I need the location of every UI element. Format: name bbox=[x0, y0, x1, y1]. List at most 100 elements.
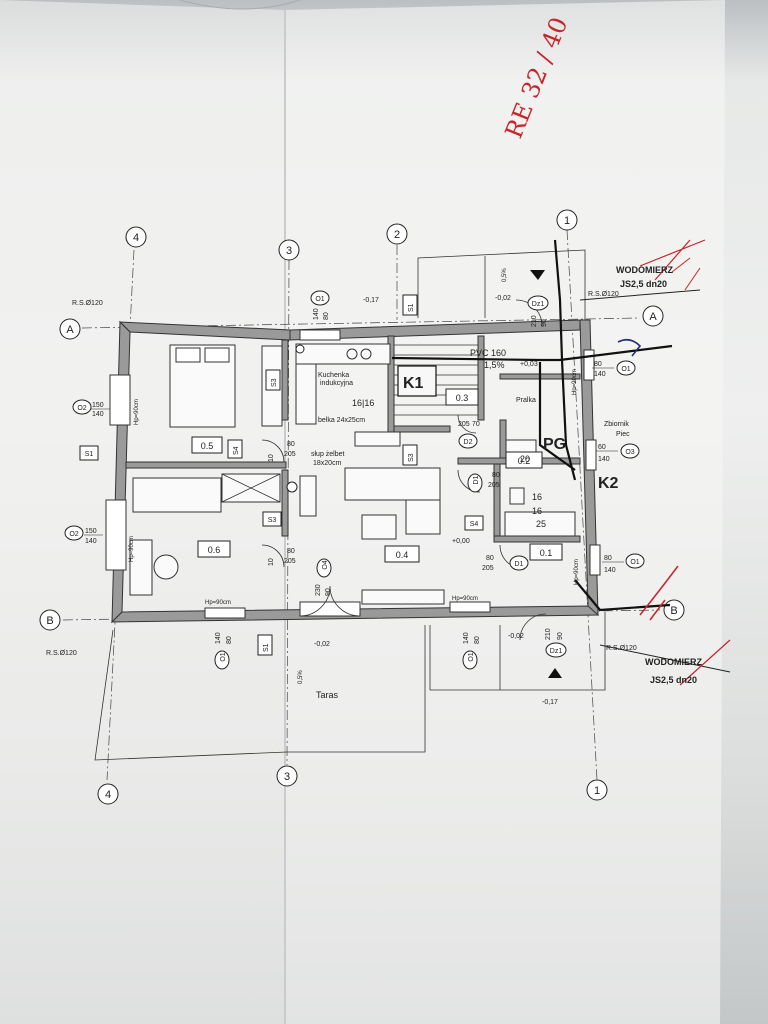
dim-door-bedroom1-width: 80 bbox=[287, 441, 295, 448]
dim-o4-width: 90 bbox=[325, 588, 332, 596]
wardrobe-2-cross-b bbox=[221, 473, 281, 503]
svg-text:4: 4 bbox=[133, 232, 139, 244]
axis-bubble-1-bottom: 1 bbox=[586, 779, 608, 801]
k1-label: K1 bbox=[403, 375, 424, 392]
level-top-porch: -0,02 bbox=[495, 295, 511, 302]
section-arrow-bottom bbox=[548, 668, 562, 678]
window-east-2 bbox=[585, 439, 597, 471]
dim-o3-width: 60 bbox=[598, 444, 606, 451]
svg-text:O1: O1 bbox=[621, 366, 630, 373]
tag-box-s4b bbox=[464, 515, 484, 531]
hp-east-1: Hp=90cm bbox=[572, 369, 578, 395]
sofa-chaise bbox=[405, 499, 441, 535]
dim-o1-south2-width: 80 bbox=[474, 636, 481, 644]
dim-25: 25 bbox=[536, 519, 546, 529]
dim-dz1-bottom-height: 210 bbox=[545, 628, 552, 640]
kitchen-island bbox=[299, 475, 317, 517]
tag-s3-mid: S3 bbox=[268, 517, 277, 524]
tag-o1-east-2: O1 bbox=[625, 553, 645, 569]
axis-bubble-3-top: 3 bbox=[278, 239, 300, 261]
window-east-3 bbox=[589, 544, 601, 576]
label-pvc-slope: 1,5% bbox=[484, 360, 505, 370]
svg-text:O1: O1 bbox=[630, 559, 639, 566]
level-bottom: -0,17 bbox=[542, 699, 558, 706]
label-slup: słup żelbet bbox=[311, 451, 345, 458]
pvc-drain-pipe bbox=[391, 344, 673, 362]
svg-text:A: A bbox=[66, 324, 74, 336]
ground-line-top-right bbox=[579, 289, 701, 301]
label-zbiornik: Zbiornik bbox=[604, 421, 629, 428]
dim-o2-height: 140 bbox=[92, 411, 104, 418]
label-wodomierz-top-size: JS2,5 dn20 bbox=[620, 279, 667, 289]
hp-east-2: Hp=90cm bbox=[574, 559, 580, 585]
tag-o4: O4 bbox=[316, 558, 332, 578]
svg-text:Dz1: Dz1 bbox=[532, 301, 545, 308]
terrace-door-opening bbox=[299, 601, 361, 617]
chimney-marker bbox=[295, 344, 305, 354]
label-rs-bottom-left: R.S.Ø120 bbox=[46, 650, 77, 657]
k2-label: K2 bbox=[598, 475, 619, 492]
dim-door-bedroom2-width: 80 bbox=[287, 548, 295, 555]
dim-door-bath-height: 205 bbox=[482, 565, 494, 572]
axis-bubble-4-top: 4 bbox=[125, 226, 147, 248]
label-slup-size: 18x20cm bbox=[313, 460, 342, 467]
slope-porch: 0,5% bbox=[502, 268, 508, 282]
room-number-04: 0.4 bbox=[396, 550, 409, 560]
dim-20: 20 bbox=[520, 454, 530, 464]
svg-text:3: 3 bbox=[286, 245, 292, 257]
door-swing-utility bbox=[457, 414, 477, 434]
axis-bubble-3-bottom: 3 bbox=[276, 765, 298, 787]
wall-utility-west bbox=[499, 419, 507, 461]
column-marker bbox=[286, 481, 298, 493]
svg-text:D1: D1 bbox=[473, 475, 480, 484]
tag-box-s3c bbox=[402, 444, 418, 466]
ground-line-bottom-right bbox=[599, 644, 731, 673]
svg-text:1: 1 bbox=[564, 215, 570, 227]
label-rs-bottom-right: R.S.Ø120 bbox=[606, 645, 637, 652]
svg-text:O3: O3 bbox=[625, 449, 634, 456]
shower-tray bbox=[504, 511, 576, 537]
svg-text:A: A bbox=[649, 311, 657, 323]
dim-10-a: 10 bbox=[268, 454, 275, 462]
wall-stair-east bbox=[477, 335, 485, 421]
tag-box-s3b bbox=[262, 511, 282, 527]
axis-bubble-2-top: 2 bbox=[386, 223, 408, 245]
bed-pillow-2 bbox=[204, 347, 230, 363]
svg-text:O1: O1 bbox=[315, 296, 324, 303]
toilet bbox=[509, 487, 525, 505]
dim-o1-top-width: 80 bbox=[323, 312, 330, 320]
room-number-03: 0.3 bbox=[456, 393, 469, 403]
handwritten-red-cross-wodomierz bbox=[679, 639, 731, 686]
door-swing-entry-bottom bbox=[519, 613, 547, 641]
dim-door-bath-width: 80 bbox=[486, 555, 494, 562]
dim-dz1-top-width: 90 bbox=[541, 319, 548, 327]
wall-bedroom-east bbox=[281, 339, 289, 421]
hp-west-2: Hp=90cm bbox=[129, 536, 135, 562]
door-swing-bedroom-1 bbox=[261, 439, 285, 463]
coffee-table bbox=[361, 514, 397, 540]
dim-door-bedroom1-height: 205 bbox=[284, 451, 296, 458]
window-east-1 bbox=[583, 349, 595, 381]
dim-d2-height: 205 bbox=[458, 421, 470, 428]
dim-o1-south2-height: 140 bbox=[463, 632, 470, 644]
svg-text:O1: O1 bbox=[220, 652, 227, 661]
axis-bubble-A-right: A bbox=[642, 305, 664, 327]
handwritten-red-tick-right bbox=[671, 257, 701, 291]
dim-o1-top-height: 140 bbox=[313, 308, 320, 320]
wall-bedroom-east-lower bbox=[281, 469, 289, 537]
kitchen-counter bbox=[295, 343, 391, 365]
dim-o1-east-width: 80 bbox=[594, 361, 602, 368]
label-indukcyjna: indukcyjna bbox=[320, 380, 353, 387]
dim-dz1-top-height: 210 bbox=[531, 315, 538, 327]
tag-s3-living: S3 bbox=[408, 453, 415, 462]
hp-west-1: Hp=90cm bbox=[134, 399, 140, 425]
dim-o4-height: 230 bbox=[315, 584, 322, 596]
bed-pillow-1 bbox=[175, 347, 201, 363]
tag-o3: O3 bbox=[620, 443, 640, 459]
induction-hob-1 bbox=[346, 348, 358, 360]
desk-chair bbox=[153, 554, 179, 580]
tag-dz1-top: Dz1 bbox=[527, 295, 549, 311]
dim-16: 16 bbox=[532, 492, 542, 502]
room-tag-04 bbox=[384, 545, 420, 563]
